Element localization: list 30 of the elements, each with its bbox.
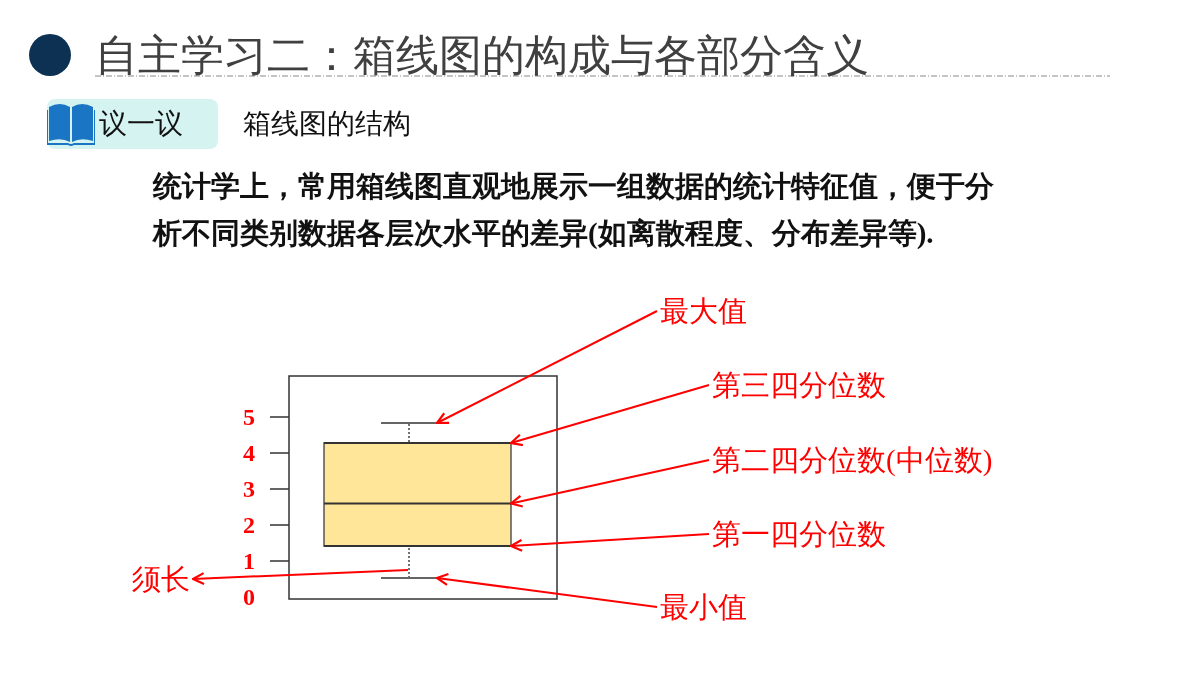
axis-tick-label: 5 [243,405,255,429]
badge-label: 议一议 [99,107,183,141]
whisker-cap [381,422,439,424]
axis-tick-label: 0 [243,585,255,609]
callout-label: 第二四分位数(中位数) [712,443,993,477]
section-badge [47,99,218,149]
leader-arrow [509,459,710,508]
leader-arrow [509,384,710,447]
leader-arrow [509,533,710,552]
axis-tick-label: 2 [243,513,255,537]
leader-arrow [191,569,409,586]
axis-tick-label: 3 [243,477,255,501]
leader-arrow [435,310,658,425]
whisker-cap [381,577,439,579]
intro-paragraph: 统计学上，常用箱线图直观地展示一组数据的统计特征值，便于分析不同类别数据各层次水平的差异(如离散程度、分布差异等). [153,169,995,251]
title: 自主学习二：箱线图的构成与各部分含义 [95,30,869,80]
axis-tick-label: 1 [243,549,255,573]
median-line [324,502,511,505]
leader-arrow [435,572,658,608]
callout-label: 须长 [132,562,190,596]
callout-label: 最小值 [660,590,747,624]
axis-tick-label: 4 [243,441,255,465]
section-heading: 箱线图的结构 [243,107,411,141]
whisker-line [408,424,410,442]
box-top-edge [324,442,511,444]
callout-label: 第一四分位数 [712,517,886,551]
callout-label: 第三四分位数 [712,368,886,402]
callout-label: 最大值 [660,294,747,328]
whisker-line [408,547,410,577]
box-bottom-edge [324,545,511,547]
